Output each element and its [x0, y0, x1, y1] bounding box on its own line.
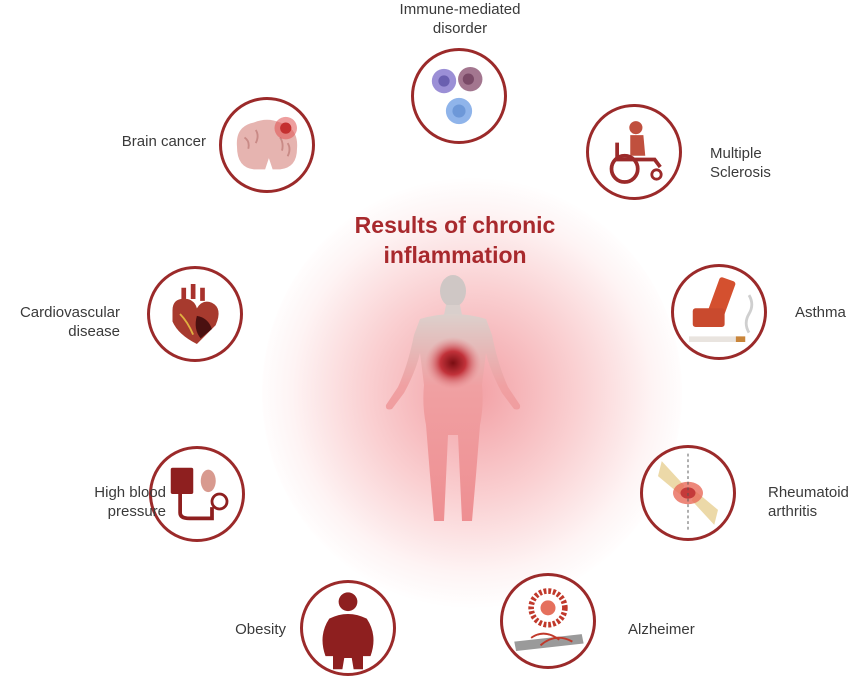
label-hbp-line-1: High blood	[94, 484, 166, 501]
neuron-plaque-icon	[514, 588, 584, 651]
label-ra-line-1: Rheumatoid	[768, 484, 849, 501]
label-ms: Multiple Sclerosis	[710, 144, 771, 182]
label-asthma: Asthma	[795, 303, 846, 322]
heart-icon	[172, 284, 219, 344]
cardio-circle	[147, 266, 243, 362]
obese-person-icon	[322, 592, 374, 670]
label-alz: Alzheimer	[628, 620, 695, 639]
immune-circle	[411, 48, 507, 144]
label-hbp-line-2: pressure	[107, 503, 166, 520]
label-hbp: High blood pressure	[40, 483, 166, 521]
ra-circle	[640, 445, 736, 541]
asthma-circle	[671, 264, 767, 360]
hbp-circle	[149, 446, 245, 542]
label-obesity-line-1: Obesity	[235, 621, 286, 638]
brain-circle	[219, 97, 315, 193]
joint-icon	[658, 453, 718, 533]
inhaler-icon	[689, 277, 754, 342]
human-body-icon	[385, 275, 521, 521]
label-cardio-line-2: disease	[68, 323, 120, 340]
label-alz-line-1: Alzheimer	[628, 621, 695, 638]
label-ms-line-1: Multiple	[710, 145, 762, 162]
diagram-title: Results of chronic inflammation	[300, 210, 610, 270]
label-brain-line-1: Brain cancer	[121, 133, 206, 150]
alz-circle	[500, 573, 596, 669]
label-obesity: Obesity	[196, 620, 286, 639]
label-cardio: Cardiovascular disease	[0, 303, 120, 341]
label-cardio-line-1: Cardiovascular	[19, 304, 120, 321]
label-ms-line-2: Sclerosis	[710, 164, 771, 181]
label-immune: Immune-mediated disorder	[370, 0, 550, 38]
label-immune-line-2: disorder	[432, 20, 488, 37]
label-brain: Brain cancer	[90, 132, 206, 151]
label-ra-line-2: arthritis	[768, 503, 818, 520]
blood-pressure-monitor-icon	[170, 467, 229, 521]
title-line-2: inflammation	[383, 242, 527, 268]
immune-cells-icon	[431, 66, 483, 125]
label-immune-line-1: Immune-mediated	[399, 1, 521, 18]
label-asthma-line-1: Asthma	[795, 304, 846, 321]
title-line-1: Results of chronic	[354, 212, 556, 238]
obesity-circle	[300, 580, 396, 676]
brain-tumor-icon	[236, 116, 298, 170]
ms-circle	[586, 104, 682, 200]
label-ra: Rheumatoid arthritis	[768, 483, 849, 521]
wheelchair-icon	[609, 121, 663, 184]
